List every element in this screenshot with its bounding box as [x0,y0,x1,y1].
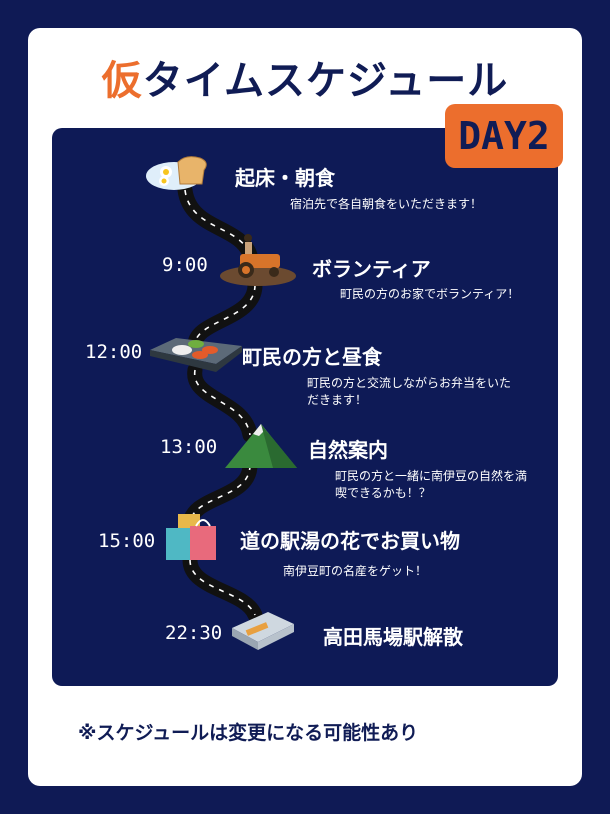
event-time: 22:30 [165,622,223,644]
event-title: 町民の方と昼食 [242,345,382,369]
day-badge: DAY2 [445,104,563,168]
event-description: 町民の方のお家でボランティア！ [340,287,520,301]
station-icon [232,612,294,650]
shopping-bags-icon [166,514,216,560]
breakfast-icon [146,156,207,190]
timeline-panel [52,128,558,686]
event-time: 13:00 [160,436,218,458]
tractor-icon [220,234,296,286]
event-title: 自然案内 [308,438,388,462]
page-title: 仮タイムスケジュール [0,48,610,106]
event-time: 12:00 [85,341,143,363]
event-title: 起床・朝食 [235,166,335,190]
event-description: 宿泊先で各自朝食をいただきます！ [290,197,483,211]
footer-note: ※スケジュールは変更になる可能性あり [78,722,419,744]
title-accent: 仮 [101,58,143,104]
event-description: 南伊豆町の名産をゲット！ [283,564,428,578]
mountain-icon [225,424,297,468]
event-time: 15:00 [98,530,156,552]
event-title: 高田馬場駅解散 [323,625,463,649]
event-title: 道の駅湯の花でお買い物 [240,529,460,553]
title-text: タイムスケジュール [142,58,509,104]
event-description: 町民の方と交流しながらお弁当をいただきます！ [307,376,512,407]
event-title: ボランティア [312,257,431,281]
event-time: 9:00 [162,254,208,276]
bento-icon [150,338,242,372]
event-description: 町民の方と一緒に南伊豆の自然を満喫できるかも！？ [335,469,528,500]
